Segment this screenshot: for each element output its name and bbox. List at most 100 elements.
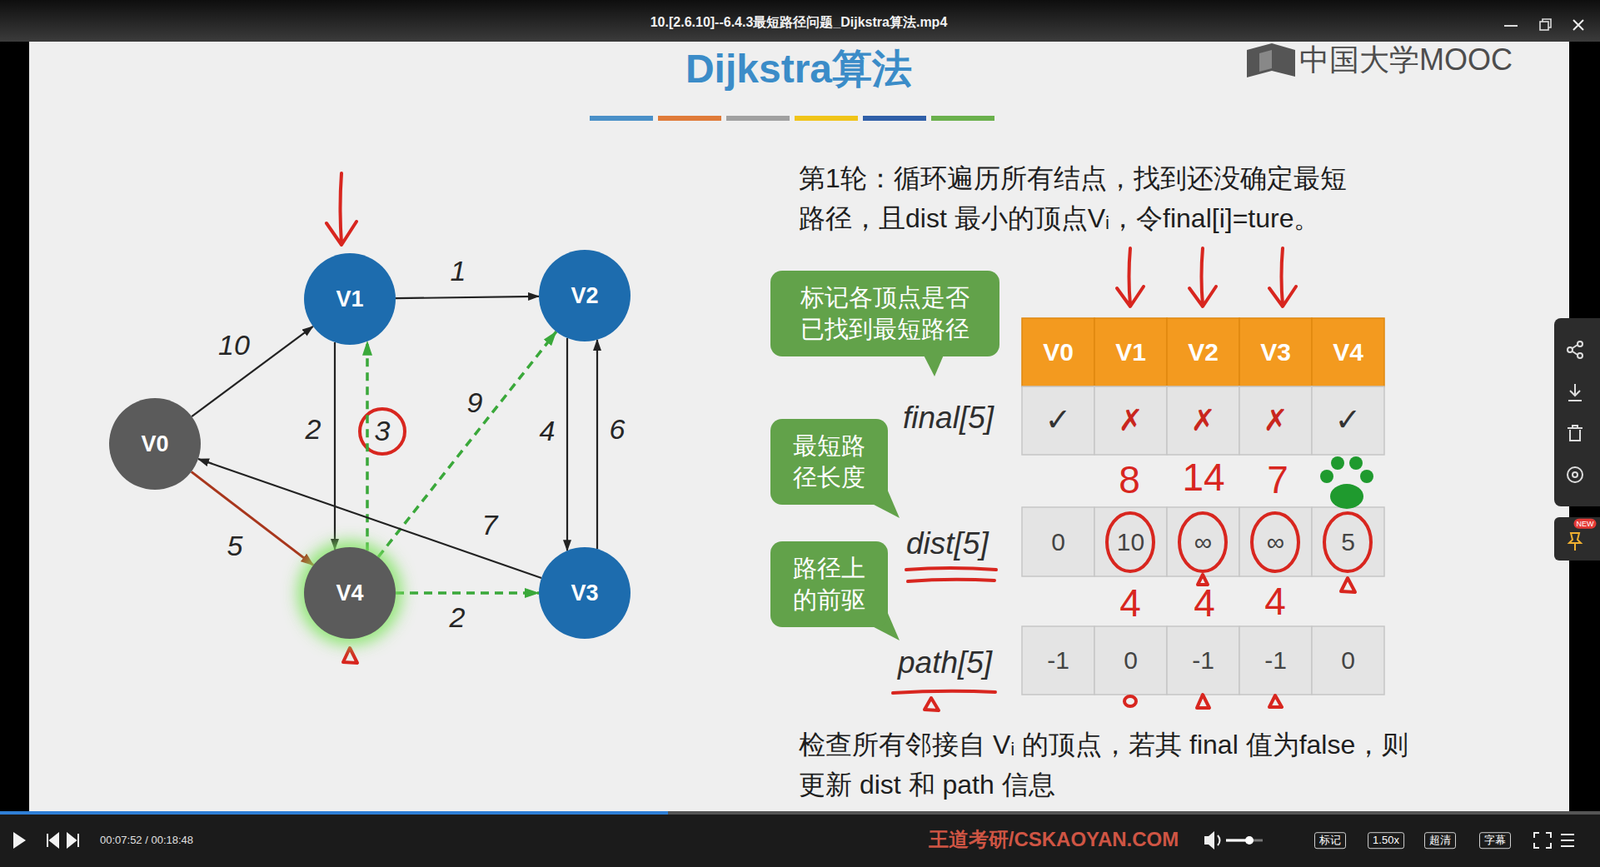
menu-icon xyxy=(1560,834,1575,847)
callout-bubble: 路径上的前驱 xyxy=(770,541,888,628)
logo-icon xyxy=(1246,43,1296,78)
array-name: path[5] xyxy=(897,645,992,682)
table-header-cell: V4 xyxy=(1332,338,1364,368)
table-cell: -1 xyxy=(1046,646,1070,676)
node-label: V0 xyxy=(140,431,169,458)
node-label: 路径上的前驱 xyxy=(790,553,868,616)
edge-arrow xyxy=(378,331,557,558)
next-icon xyxy=(67,833,79,848)
table-cell: ✓ xyxy=(1335,402,1362,439)
handwritten-number: 8 xyxy=(1118,458,1141,503)
vertex-circle: V3 xyxy=(538,547,631,639)
minimize-icon xyxy=(1504,24,1518,27)
node-label: V3 xyxy=(570,580,599,607)
vertex-circle: V0 xyxy=(109,398,201,490)
play-icon xyxy=(13,832,26,849)
table-cell: ✗ xyxy=(1117,403,1143,438)
table-cell: ✓ xyxy=(1045,402,1072,439)
slide-ground xyxy=(29,41,1570,813)
edge-weight: 2 xyxy=(303,414,324,445)
side-panel-icons xyxy=(1567,341,1583,483)
handwritten-number: 7 xyxy=(1266,458,1289,503)
table-cell: 5 xyxy=(1340,528,1356,558)
edge-weight: 9 xyxy=(464,388,486,419)
player-button: 超清 xyxy=(1424,832,1456,849)
red-annotations xyxy=(326,173,1371,711)
player-bar xyxy=(0,813,1600,867)
watermark: 王道考研/CSKAOYAN.COM xyxy=(928,827,1179,852)
table-cell: ∞ xyxy=(1194,528,1212,558)
table-cell: ✗ xyxy=(1190,403,1216,438)
handwritten-number: 4 xyxy=(1193,581,1216,626)
side-tab xyxy=(1554,517,1600,561)
table-cell: 10 xyxy=(1116,528,1145,558)
table-header-cell: V1 xyxy=(1115,338,1147,368)
table-header-cell: V0 xyxy=(1042,338,1074,368)
node-label: V4 xyxy=(335,580,364,607)
handwritten-number: 14 xyxy=(1181,455,1225,500)
pin-icon xyxy=(1569,533,1581,551)
table-cell: ✗ xyxy=(1262,403,1288,438)
table-cell: 0 xyxy=(1340,646,1356,676)
step-text: 检查所有邻接自 Vᵢ 的顶点，若其 final 值为false，则更新 dist… xyxy=(798,724,1420,805)
step-text: 第1轮：循环遍历所有结点，找到还没确定最短路径，且dist 最小的顶点Vᵢ，令f… xyxy=(798,158,1366,239)
vertex-circle: V4 xyxy=(304,547,396,639)
player-button: 1.50x xyxy=(1367,832,1405,849)
player-button: 字幕 xyxy=(1479,832,1511,849)
volume-control xyxy=(1204,831,1263,850)
handwritten-number: 4 xyxy=(1119,581,1142,626)
player-button: 标记 xyxy=(1314,832,1346,849)
close-icon xyxy=(1573,19,1584,30)
edge-arrow xyxy=(596,339,599,549)
edge-weight: 10 xyxy=(215,330,253,361)
edge-arrow xyxy=(566,338,569,551)
slide-title: Dijkstra算法 xyxy=(685,45,913,92)
table-header-cell: V2 xyxy=(1187,338,1219,368)
edge-arrow xyxy=(395,591,539,595)
table-cell: -1 xyxy=(1191,646,1215,676)
node-label: V2 xyxy=(570,283,599,310)
table-cell: -1 xyxy=(1264,646,1287,676)
callout-bubble: 最短路径长度 xyxy=(770,418,888,505)
table-header-cell: V3 xyxy=(1260,338,1291,368)
array-name: final[5] xyxy=(902,400,994,437)
edge-weight: 1 xyxy=(448,256,469,287)
prev-icon xyxy=(47,833,59,848)
callout-bubble: 标记各顶点是否已找到最短路径 xyxy=(770,270,1000,357)
table-cell: 0 xyxy=(1051,528,1066,558)
node-label: 标记各顶点是否已找到最短路径 xyxy=(797,282,972,345)
edge-weight: 7 xyxy=(479,510,501,541)
title-bar xyxy=(0,0,1600,42)
table-grid xyxy=(1021,318,1385,695)
video-title: 10.[2.6.10]--6.4.3最短路径问题_Dijkstra算法.mp4 xyxy=(650,14,948,30)
handwritten-number: 4 xyxy=(1264,579,1286,624)
new-badge: NEW xyxy=(1574,518,1597,529)
progress-played xyxy=(0,811,668,815)
edge-arrow xyxy=(395,296,539,299)
edge-weight: 2 xyxy=(447,603,469,634)
edge-arrow xyxy=(365,341,369,551)
table-cell: 0 xyxy=(1123,646,1138,676)
fullscreen-icon xyxy=(1534,832,1551,848)
edge-weight: 6 xyxy=(607,414,629,445)
side-panel xyxy=(1554,318,1600,507)
edge-arrow xyxy=(191,471,315,565)
progress-track xyxy=(0,811,1600,815)
edge-weight: 3 xyxy=(372,416,394,447)
restore-icon xyxy=(1540,19,1551,30)
table-cell: ∞ xyxy=(1266,528,1285,558)
node-label: 最短路径长度 xyxy=(790,430,868,494)
edge-arrow xyxy=(333,342,336,550)
array-name: dist[5] xyxy=(906,526,989,563)
edge-arrow xyxy=(191,326,314,417)
color-bars xyxy=(589,115,995,121)
logo-wordmark: 中国大学MOOC xyxy=(1299,42,1513,77)
vertex-circle: V1 xyxy=(304,253,396,345)
vertex-circle: V2 xyxy=(538,249,631,342)
node-label: V1 xyxy=(335,286,364,313)
edge-weight: 5 xyxy=(224,531,246,562)
playback-time: 00:07:52 / 00:18:48 xyxy=(99,834,194,848)
edge-weight: 4 xyxy=(537,416,559,447)
